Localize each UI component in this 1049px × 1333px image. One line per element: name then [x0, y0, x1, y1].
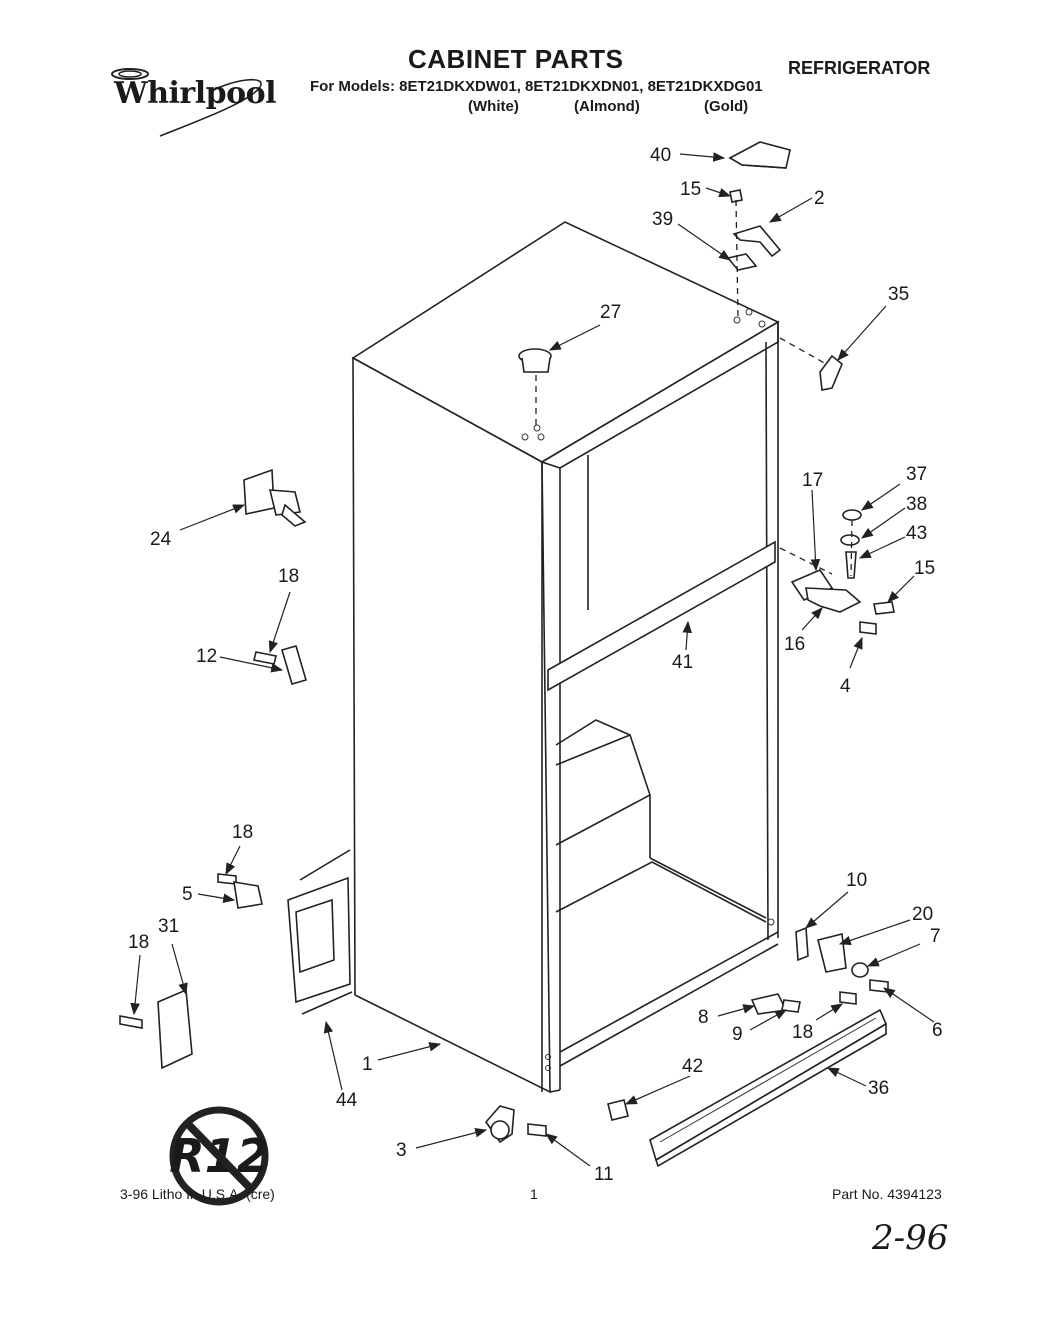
hinge-plate-17 — [790, 569, 834, 601]
screw-11 — [527, 1123, 547, 1137]
callout-17: 17 — [802, 470, 823, 491]
whirlpool-logo: Whirlpool — [100, 62, 277, 142]
callout-7: 7 — [930, 926, 941, 947]
callout-43: 43 — [906, 523, 927, 544]
callout-42: 42 — [682, 1056, 703, 1077]
callout-16: 16 — [784, 634, 805, 655]
toe-grille — [649, 1008, 888, 1168]
shim-10 — [795, 926, 809, 962]
bottom-hinge-20 — [817, 933, 847, 973]
callout-8: 8 — [698, 1007, 709, 1028]
screw-4 — [859, 621, 877, 635]
callout-18-lower-right: 18 — [792, 1022, 813, 1043]
callout-44: 44 — [336, 1090, 358, 1111]
washer-38 — [840, 534, 860, 546]
bracket-8 — [750, 993, 788, 1015]
hinge-screw-top — [729, 189, 743, 203]
callout-39: 39 — [652, 209, 673, 230]
toe-grille-mount-44 — [287, 849, 353, 1015]
footer-page-number: 1 — [530, 1186, 538, 1202]
brand-wordmark: Whirlpool — [114, 76, 277, 111]
hinge-cap — [819, 354, 843, 391]
callout-36: 36 — [868, 1078, 889, 1099]
bracket-12 — [253, 645, 307, 685]
plug-button — [518, 348, 552, 373]
callout-20: 20 — [912, 904, 933, 925]
models-line: For Models: 8ET21DKXDW01, 8ET21DKXDN01, … — [310, 78, 763, 95]
callout-12: 12 — [196, 646, 217, 667]
color-gold: (Gold) — [704, 98, 749, 115]
callout-10: 10 — [846, 870, 867, 891]
screw-18-right — [839, 991, 857, 1005]
bracket-5 — [233, 881, 263, 909]
top-hinge — [732, 225, 782, 258]
callout-37: 37 — [906, 464, 927, 485]
callout-1: 1 — [362, 1054, 373, 1075]
callout-2: 2 — [814, 188, 825, 209]
callout-35: 35 — [888, 284, 909, 305]
callout-18-lower-left: 18 — [128, 932, 149, 953]
clip-42 — [607, 1099, 629, 1121]
appliance-type: REFRIGERATOR — [788, 58, 931, 78]
callout-6: 6 — [932, 1020, 943, 1041]
roller-assembly-3 — [484, 1105, 515, 1144]
callout-40: 40 — [650, 145, 671, 166]
page-title: CABINET PARTS — [408, 44, 624, 74]
callout-27: 27 — [600, 302, 621, 323]
screw-6 — [869, 979, 889, 993]
callout-31: 31 — [158, 916, 179, 937]
hinge-shim — [726, 253, 758, 271]
callout-18-mid-left: 18 — [232, 822, 253, 843]
screw-18-lower — [119, 1015, 143, 1029]
whirlpool-logo-swirl — [111, 68, 262, 137]
callout-4: 4 — [840, 676, 851, 697]
washer-37 — [842, 509, 862, 521]
center-hinge-16 — [805, 587, 862, 613]
color-white: (White) — [468, 98, 519, 115]
callout-leaders — [130, 152, 935, 1167]
screw-15-right — [873, 601, 895, 615]
handwritten-note: 2-96 — [872, 1218, 949, 1258]
callout-41: 41 — [672, 652, 693, 673]
footer-part-number: Part No. 4394123 — [832, 1186, 942, 1202]
callout-11: 11 — [594, 1164, 614, 1185]
callout-3: 3 — [396, 1140, 407, 1161]
callout-18-upper-left: 18 — [278, 566, 299, 587]
no-r12-icon: R12 — [169, 1106, 269, 1206]
door-stop-bracket — [243, 468, 307, 527]
cabinet-shell — [351, 221, 780, 1094]
callout-38: 38 — [906, 494, 927, 515]
top-hinge-cover — [728, 141, 791, 169]
screw-9 — [781, 999, 801, 1013]
color-almond: (Almond) — [574, 98, 640, 115]
washer-7 — [851, 962, 869, 978]
callout-5: 5 — [182, 884, 193, 905]
callout-9: 9 — [732, 1024, 743, 1045]
callout-15-right: 15 — [914, 558, 935, 579]
footer-litho: 3-96 Litho In U.S.A. (cre) — [120, 1186, 275, 1202]
callout-15-top: 15 — [680, 179, 701, 200]
callout-labels: 40 15 2 39 27 35 24 17 37 38 43 15 18 12… — [128, 145, 943, 1185]
callout-24: 24 — [150, 529, 172, 550]
cover-31 — [157, 988, 193, 1070]
